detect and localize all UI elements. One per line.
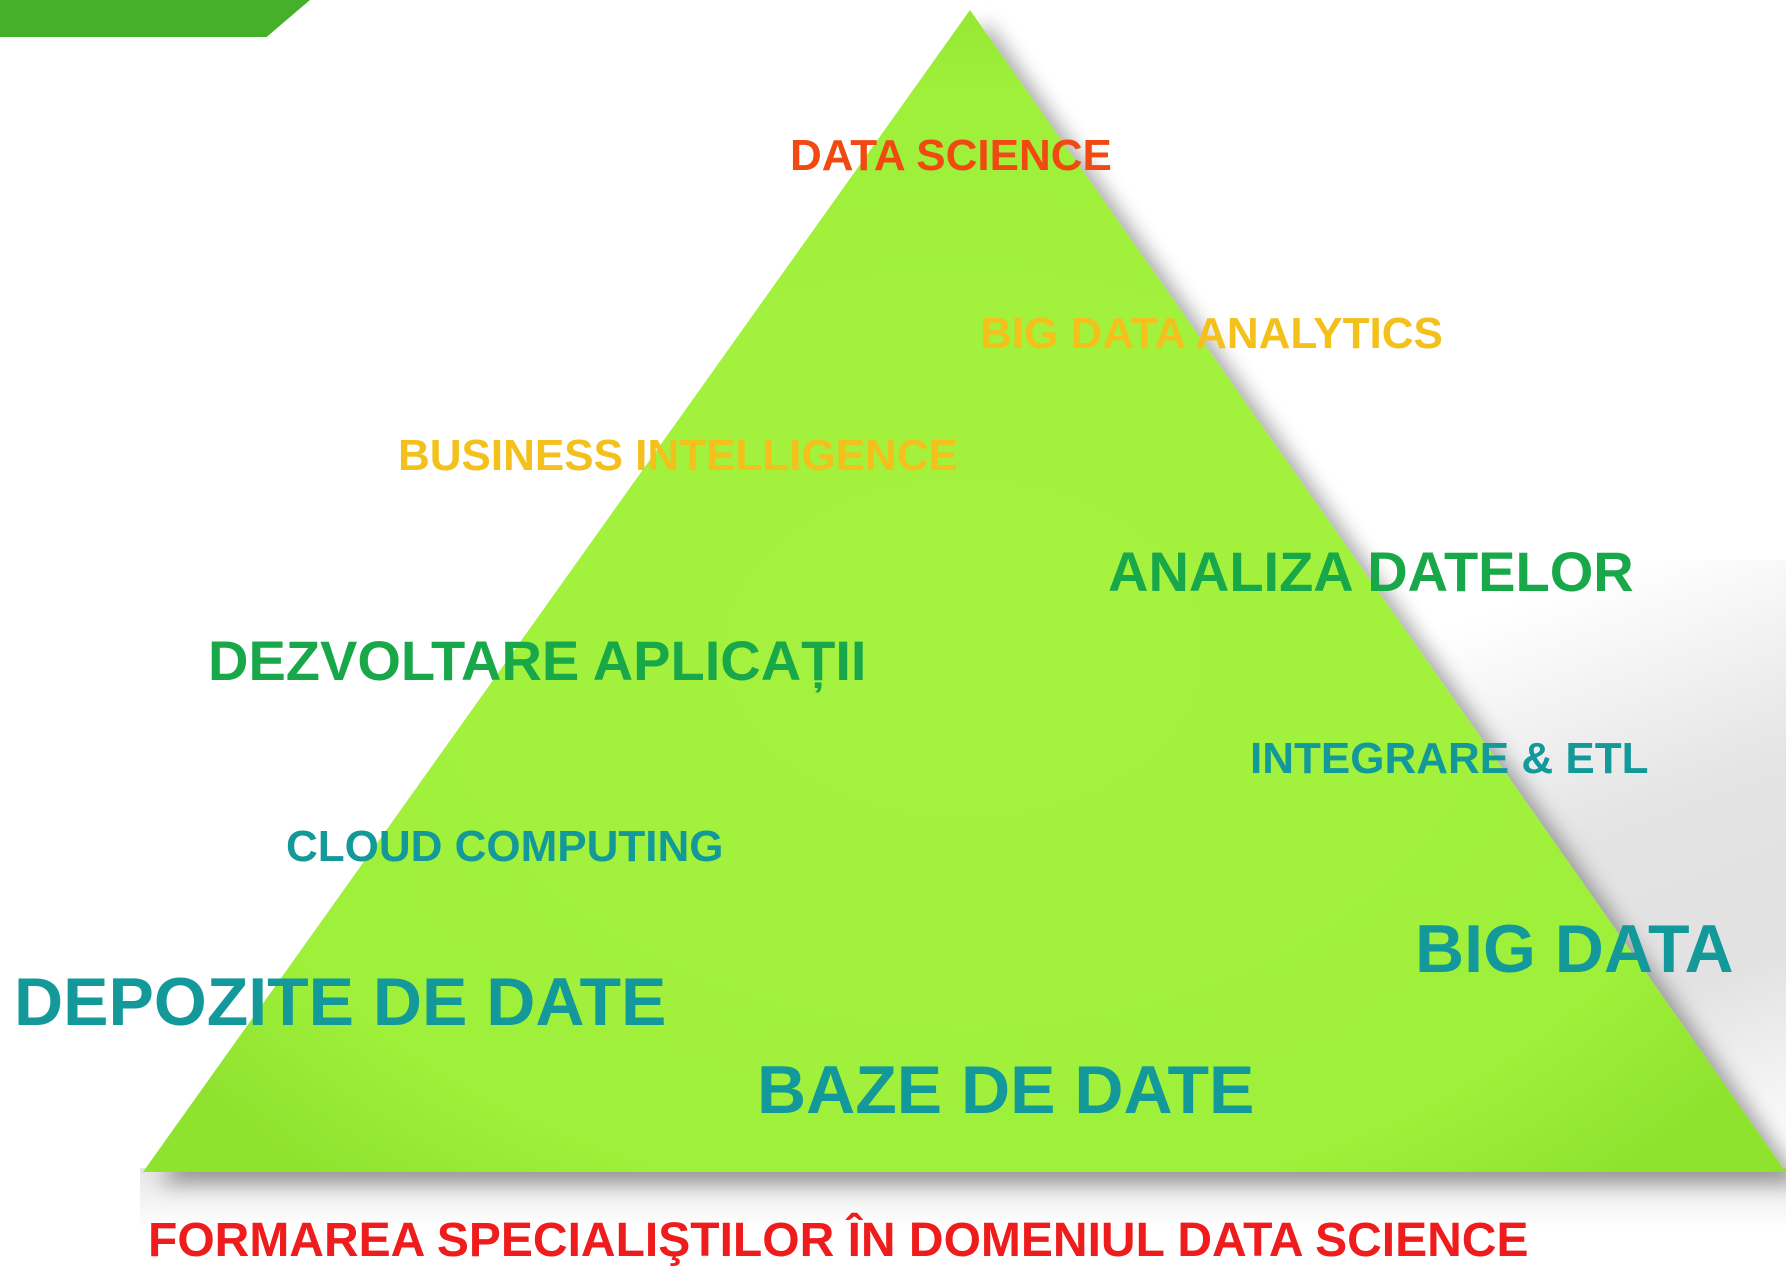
- footer-title: FORMAREA SPECIALIŞTILOR ÎN DOMENIUL DATA…: [148, 1214, 1529, 1267]
- label-cloud-computing: CLOUD COMPUTING: [286, 822, 724, 871]
- label-big-data-analytics: BIG DATA ANALYTICS: [980, 309, 1443, 358]
- label-big-data: BIG DATA: [1415, 911, 1734, 987]
- label-baze-de-date: BAZE DE DATE: [757, 1052, 1255, 1128]
- label-dezvoltare-aplicatii: DEZVOLTARE APLICAȚII: [208, 629, 867, 692]
- label-integrare-etl: INTEGRARE & ETL: [1250, 734, 1649, 783]
- corner-accent-tab: [0, 0, 310, 37]
- label-business-intelligence: BUSINESS INTELLIGENCE: [398, 431, 958, 480]
- label-depozite-de-date: DEPOZITE DE DATE: [14, 964, 667, 1040]
- bottom-shadow: [140, 1168, 1786, 1228]
- label-data-science: DATA SCIENCE: [790, 131, 1112, 180]
- label-analiza-datelor: ANALIZA DATELOR: [1108, 540, 1634, 603]
- pyramid-triangle: [143, 10, 1786, 1172]
